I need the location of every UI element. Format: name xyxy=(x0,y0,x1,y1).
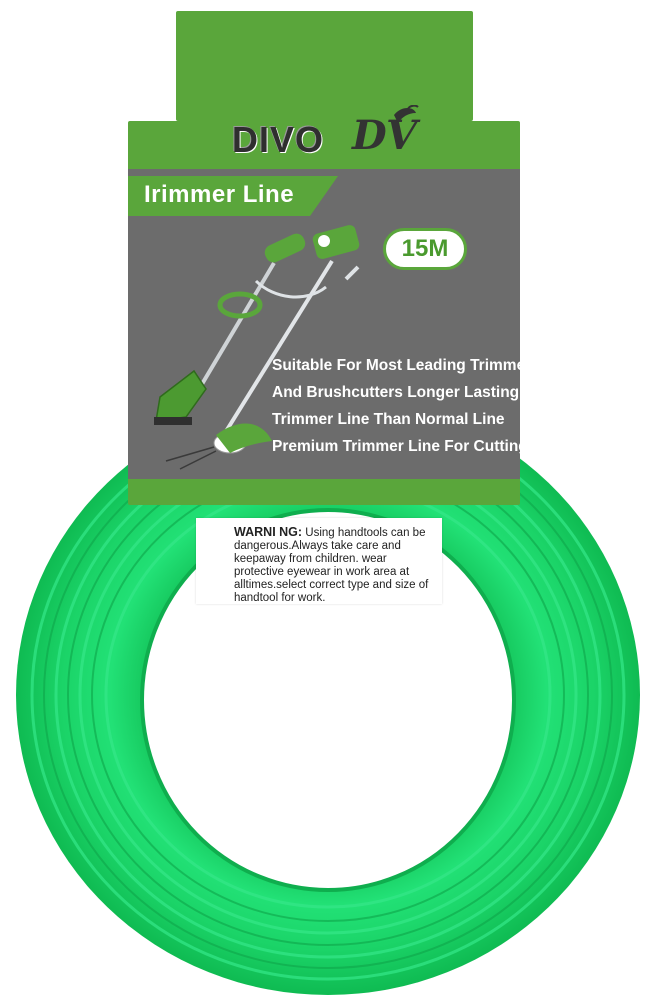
warning-title: WARNI NG: xyxy=(234,525,303,539)
brand-name: DIVO xyxy=(232,119,325,160)
warning-body: Using handtools can be dangerous.Always … xyxy=(234,527,429,604)
feature-line-2: And Brushcutters Longer Lasting xyxy=(272,384,520,401)
feature-line-3: Trimmer Line Than Normal Line xyxy=(272,411,505,428)
warning-label: WARNI NG: Using handtools can be dangero… xyxy=(196,518,442,604)
leaf-icon: DV xyxy=(351,105,421,157)
feature-line-4: Premium Trimmer Line For Cutting xyxy=(272,438,528,455)
string-trimmer-icon xyxy=(154,225,360,470)
title-banner xyxy=(128,176,338,216)
feature-list: Suitable For Most Leading Trimmers And B… xyxy=(272,357,540,465)
warning-text: WARNI NG: Using handtools can be dangero… xyxy=(234,526,439,605)
svg-text:DV: DV xyxy=(351,112,421,157)
gray-panel xyxy=(128,169,520,479)
packaging-card: DIVO DV Irimmer Line 15M xyxy=(128,11,540,505)
hang-tab xyxy=(176,11,473,121)
brand-logo: DIVO DV xyxy=(232,105,432,161)
product-title: Irimmer Line xyxy=(144,181,295,208)
feature-line-1: Suitable For Most Leading Trimmers xyxy=(272,357,540,374)
length-badge-text: 15M xyxy=(401,235,449,262)
length-badge: 15M xyxy=(383,228,467,270)
